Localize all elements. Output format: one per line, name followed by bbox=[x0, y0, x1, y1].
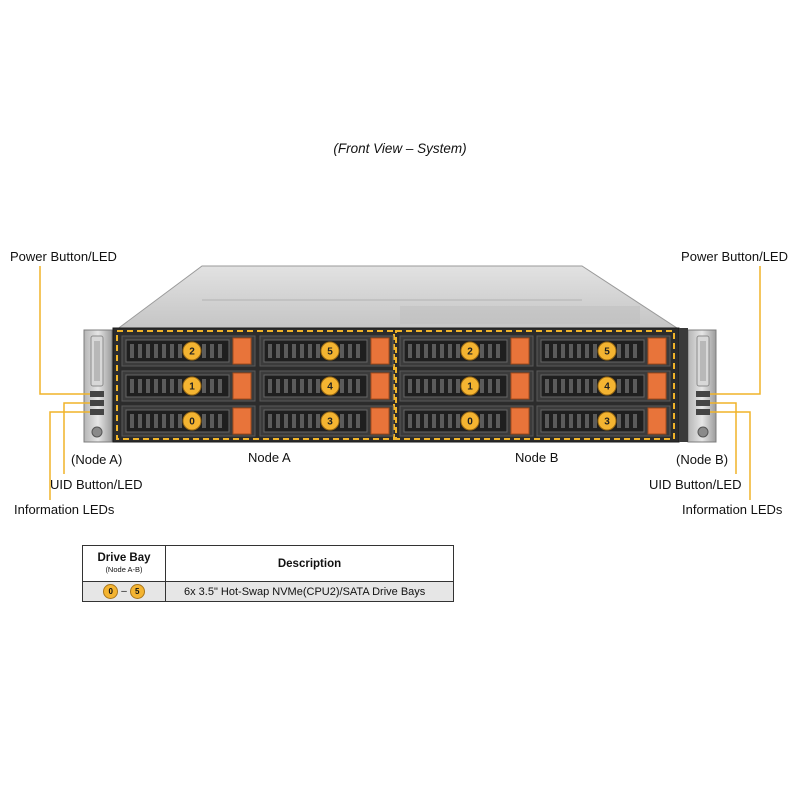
drive-bay-number-badge bbox=[597, 376, 617, 396]
drive-bay-number: 3 bbox=[327, 417, 333, 428]
drive-bay-number: 3 bbox=[604, 417, 610, 428]
right-information-leds-label: Information LEDs bbox=[682, 502, 783, 517]
drive-bay-header-sub: (Node A-B) bbox=[105, 564, 143, 574]
drive-latch[interactable] bbox=[232, 337, 252, 365]
right-callout-lines bbox=[710, 266, 761, 500]
drive-bay[interactable]: 3 bbox=[259, 405, 394, 437]
right-power-button-label: Power Button/LED bbox=[681, 249, 788, 264]
drive-bay[interactable]: 4 bbox=[259, 370, 394, 402]
drive-bay-number-badge bbox=[460, 376, 480, 396]
drive-bay-header-title: Drive Bay bbox=[97, 551, 151, 564]
drive-bay-number-badge bbox=[182, 341, 202, 361]
right-control-ear bbox=[687, 329, 717, 443]
drive-bay[interactable]: 0 bbox=[121, 405, 256, 437]
description-header: Description bbox=[165, 545, 454, 582]
drive-bay[interactable]: 2 bbox=[399, 335, 534, 367]
drive-bay[interactable]: 1 bbox=[121, 370, 256, 402]
table-header-row: Drive Bay (Node A-B) Description bbox=[82, 545, 454, 582]
bay-start-badge: 0 bbox=[103, 584, 119, 599]
bay-end-badge: 5 bbox=[129, 584, 145, 599]
description-cell: 6x 3.5" Hot-Swap NVMe(CPU2)/SATA Drive B… bbox=[165, 581, 454, 602]
right-uid-button-label: UID Button/LED bbox=[649, 477, 742, 492]
drive-bay-number-badge bbox=[320, 376, 340, 396]
drive-latch[interactable] bbox=[647, 407, 667, 435]
drive-bay-number-badge bbox=[460, 411, 480, 431]
drive-bay[interactable]: 1 bbox=[399, 370, 534, 402]
drive-bay-number: 2 bbox=[189, 347, 195, 358]
drive-bay-number-badge bbox=[182, 376, 202, 396]
node-b-outline bbox=[395, 330, 675, 440]
drive-bay-number: 4 bbox=[604, 382, 610, 393]
drive-latch[interactable] bbox=[647, 337, 667, 365]
drive-bay-grid: 2 5 2 5 1 4 1 4 0 3 0 3 bbox=[121, 335, 671, 437]
node-a-label: Node A bbox=[248, 450, 291, 465]
drive-bay-number: 5 bbox=[604, 347, 610, 358]
drive-latch[interactable] bbox=[370, 407, 390, 435]
drive-bay-number: 5 bbox=[327, 347, 333, 358]
drive-bay-number-badge bbox=[597, 341, 617, 361]
drive-latch[interactable] bbox=[370, 337, 390, 365]
drive-bay-number: 0 bbox=[189, 417, 195, 428]
table-row: 0–5 6x 3.5" Hot-Swap NVMe(CPU2)/SATA Dri… bbox=[82, 581, 454, 602]
bay-range-separator: – bbox=[121, 586, 127, 597]
drive-latch[interactable] bbox=[510, 407, 530, 435]
drive-bay-range-cell: 0–5 bbox=[82, 581, 166, 602]
drive-latch[interactable] bbox=[370, 372, 390, 400]
drive-bay-number-badge bbox=[182, 411, 202, 431]
view-caption: (Front View – System) bbox=[333, 141, 467, 156]
node-a-outline bbox=[116, 330, 395, 440]
drive-bay[interactable]: 2 bbox=[121, 335, 256, 367]
drive-latch[interactable] bbox=[647, 372, 667, 400]
drive-bay-table: Drive Bay (Node A-B) Description 0–5 6x … bbox=[82, 545, 454, 602]
drive-latch[interactable] bbox=[232, 372, 252, 400]
drive-bay[interactable]: 5 bbox=[259, 335, 394, 367]
drive-bay-number: 1 bbox=[467, 382, 473, 393]
right-node-label: (Node B) bbox=[676, 452, 729, 467]
left-information-leds-label: Information LEDs bbox=[14, 502, 115, 517]
drive-bay[interactable]: 3 bbox=[536, 405, 671, 437]
drive-bay-number-badge bbox=[597, 411, 617, 431]
left-power-button-label: Power Button/LED bbox=[10, 249, 117, 264]
drive-bay-header: Drive Bay (Node A-B) bbox=[82, 545, 166, 582]
drive-bay[interactable]: 0 bbox=[399, 405, 534, 437]
drive-latch[interactable] bbox=[510, 337, 530, 365]
left-uid-button-label: UID Button/LED bbox=[50, 477, 143, 492]
drive-bay-number: 0 bbox=[467, 417, 473, 428]
drive-bay[interactable]: 5 bbox=[536, 335, 671, 367]
drive-bay-number-badge bbox=[320, 341, 340, 361]
left-callout-lines bbox=[39, 266, 90, 500]
drive-bay-number: 2 bbox=[467, 347, 473, 358]
drive-latch[interactable] bbox=[510, 372, 530, 400]
drive-bay-number: 4 bbox=[327, 382, 333, 393]
left-control-ear bbox=[83, 329, 113, 443]
drive-latch[interactable] bbox=[232, 407, 252, 435]
node-b-label: Node B bbox=[515, 450, 559, 465]
drive-bay[interactable]: 4 bbox=[536, 370, 671, 402]
drive-bay-number: 1 bbox=[189, 382, 195, 393]
left-node-label: (Node A) bbox=[71, 452, 123, 467]
drive-bay-number-badge bbox=[460, 341, 480, 361]
drive-bay-number-badge bbox=[320, 411, 340, 431]
